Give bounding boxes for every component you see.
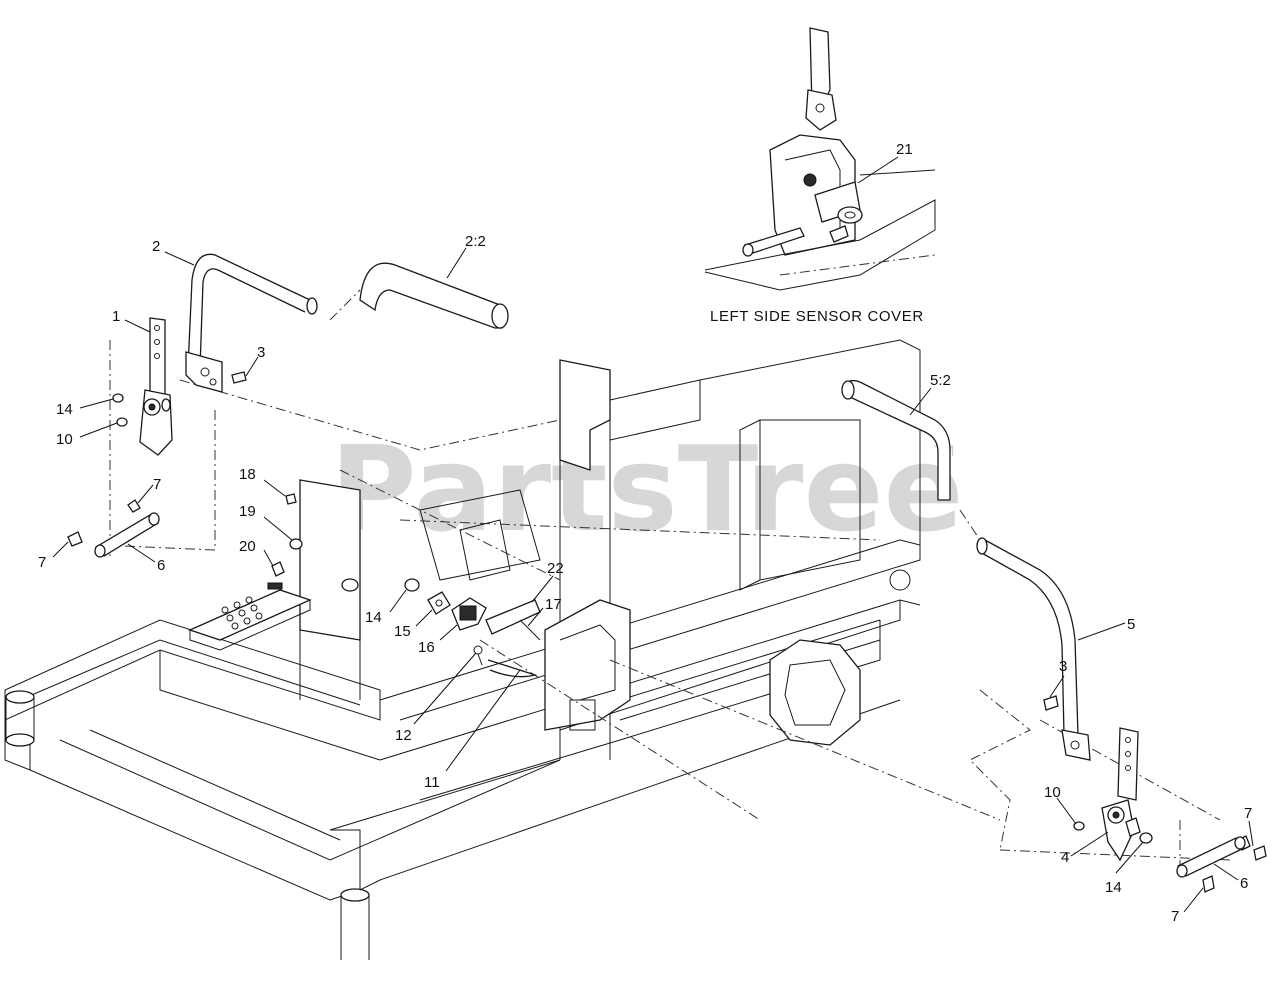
callout-5-2: 5:2 (930, 372, 951, 389)
callout-1: 1 (112, 308, 120, 325)
callout-20: 20 (239, 538, 256, 555)
pedal-holes (221, 596, 263, 630)
callout-6-right: 6 (1240, 875, 1248, 892)
right-damper (1176, 836, 1246, 878)
callout-19: 19 (239, 503, 256, 520)
callout-7-lower-left: 7 (38, 554, 46, 571)
callout-2: 2 (152, 238, 160, 255)
callout-15: 15 (394, 623, 411, 640)
callout-7-upper-right: 7 (1244, 805, 1252, 822)
switch-assembly (271, 493, 541, 678)
watermark-text: PartsTree (330, 420, 964, 558)
assembly-dash-lines (99, 289, 1231, 870)
callout-18: 18 (239, 466, 256, 483)
left-hardware (67, 371, 247, 547)
callout-12: 12 (395, 727, 412, 744)
callout-14-right: 14 (1105, 879, 1122, 896)
callout-3-left: 3 (257, 344, 265, 361)
callout-4: 4 (1061, 849, 1069, 866)
callout-5: 5 (1127, 616, 1135, 633)
callout-labels: 2 2:2 1 3 14 10 7 7 6 18 19 20 14 15 16 … (38, 141, 1252, 925)
callout-7-upper-left: 7 (153, 476, 161, 493)
callout-22: 22 (547, 560, 564, 577)
mower-frame (4, 339, 921, 960)
callout-7-lower-right: 7 (1171, 908, 1179, 925)
callout-16: 16 (418, 639, 435, 656)
callout-17: 17 (545, 596, 562, 613)
right-lever-extension (841, 379, 951, 501)
inset-sensor-cover (704, 27, 936, 291)
leader-lines (52, 156, 1254, 913)
callout-3-right: 3 (1059, 658, 1067, 675)
inset-caption: LEFT SIDE SENSOR COVER (710, 308, 924, 325)
callout-6-left: 6 (157, 557, 165, 574)
callout-10-right: 10 (1044, 784, 1061, 801)
watermark: PartsTree TM (330, 420, 964, 558)
callout-14-center: 14 (365, 609, 382, 626)
left-lever-extension (359, 262, 509, 329)
callout-21: 21 (896, 141, 913, 158)
callout-11: 11 (424, 774, 440, 791)
callout-2-2: 2:2 (465, 233, 486, 250)
left-control-lever (185, 253, 318, 393)
callout-14-left: 14 (56, 401, 73, 418)
right-pivot-bracket (1101, 727, 1141, 862)
left-pivot-bracket (139, 317, 173, 456)
left-damper (94, 512, 160, 558)
right-control-lever (976, 537, 1091, 761)
callout-10-left: 10 (56, 431, 73, 448)
